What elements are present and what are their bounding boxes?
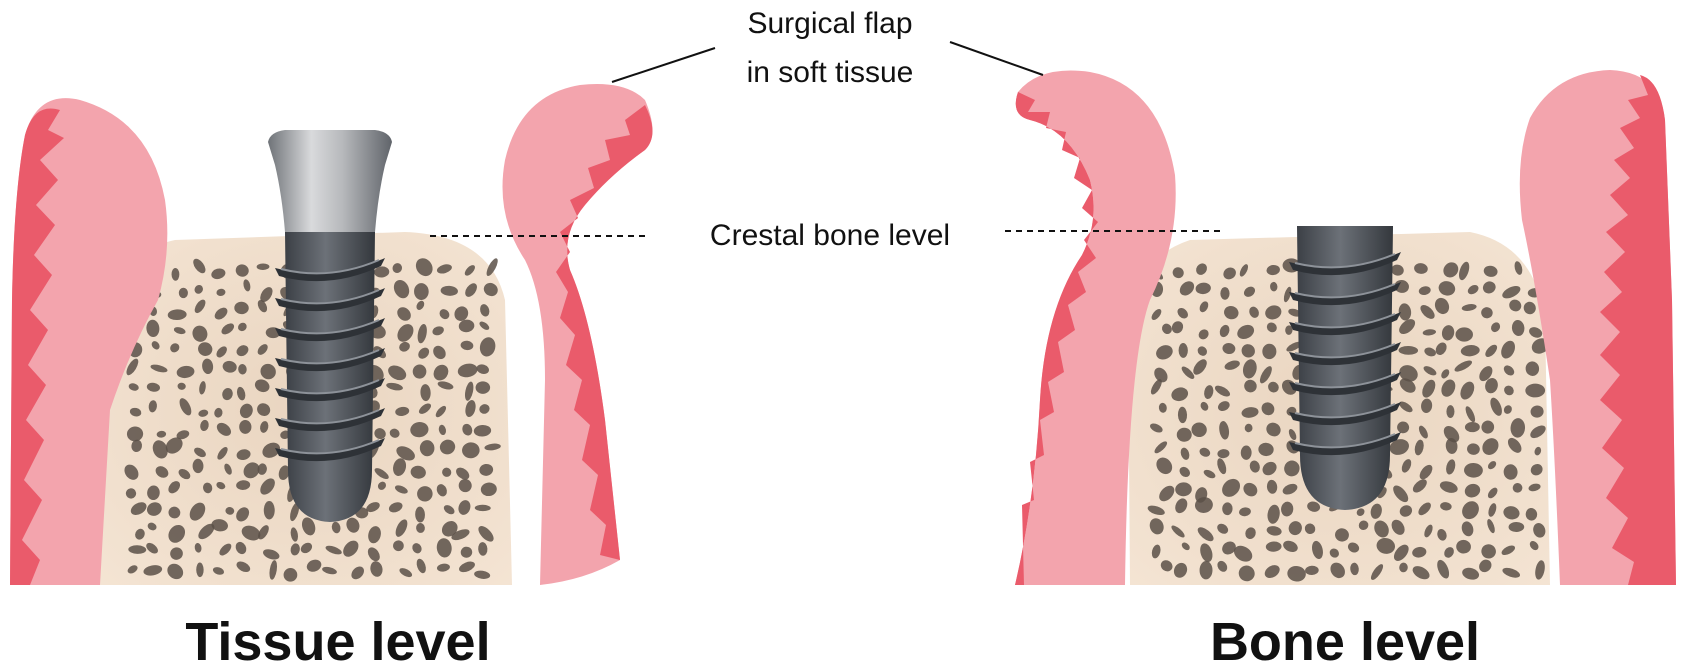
surgical-flap-label-line2: in soft tissue <box>747 56 914 89</box>
bone-level-implant <box>1289 226 1401 510</box>
crestal-bone-level-label: Crestal bone level <box>710 219 950 252</box>
bone-level-figure <box>1005 70 1676 585</box>
tissue-level-figure <box>10 84 653 585</box>
implant-collar <box>268 130 392 232</box>
surgical-flap-label-line1: Surgical flap <box>747 7 912 40</box>
bone-level-title: Bone level <box>1210 612 1480 667</box>
tissue-level-title: Tissue level <box>185 612 490 667</box>
flap-leader-right <box>950 42 1043 75</box>
flap-leader-left <box>612 48 715 82</box>
